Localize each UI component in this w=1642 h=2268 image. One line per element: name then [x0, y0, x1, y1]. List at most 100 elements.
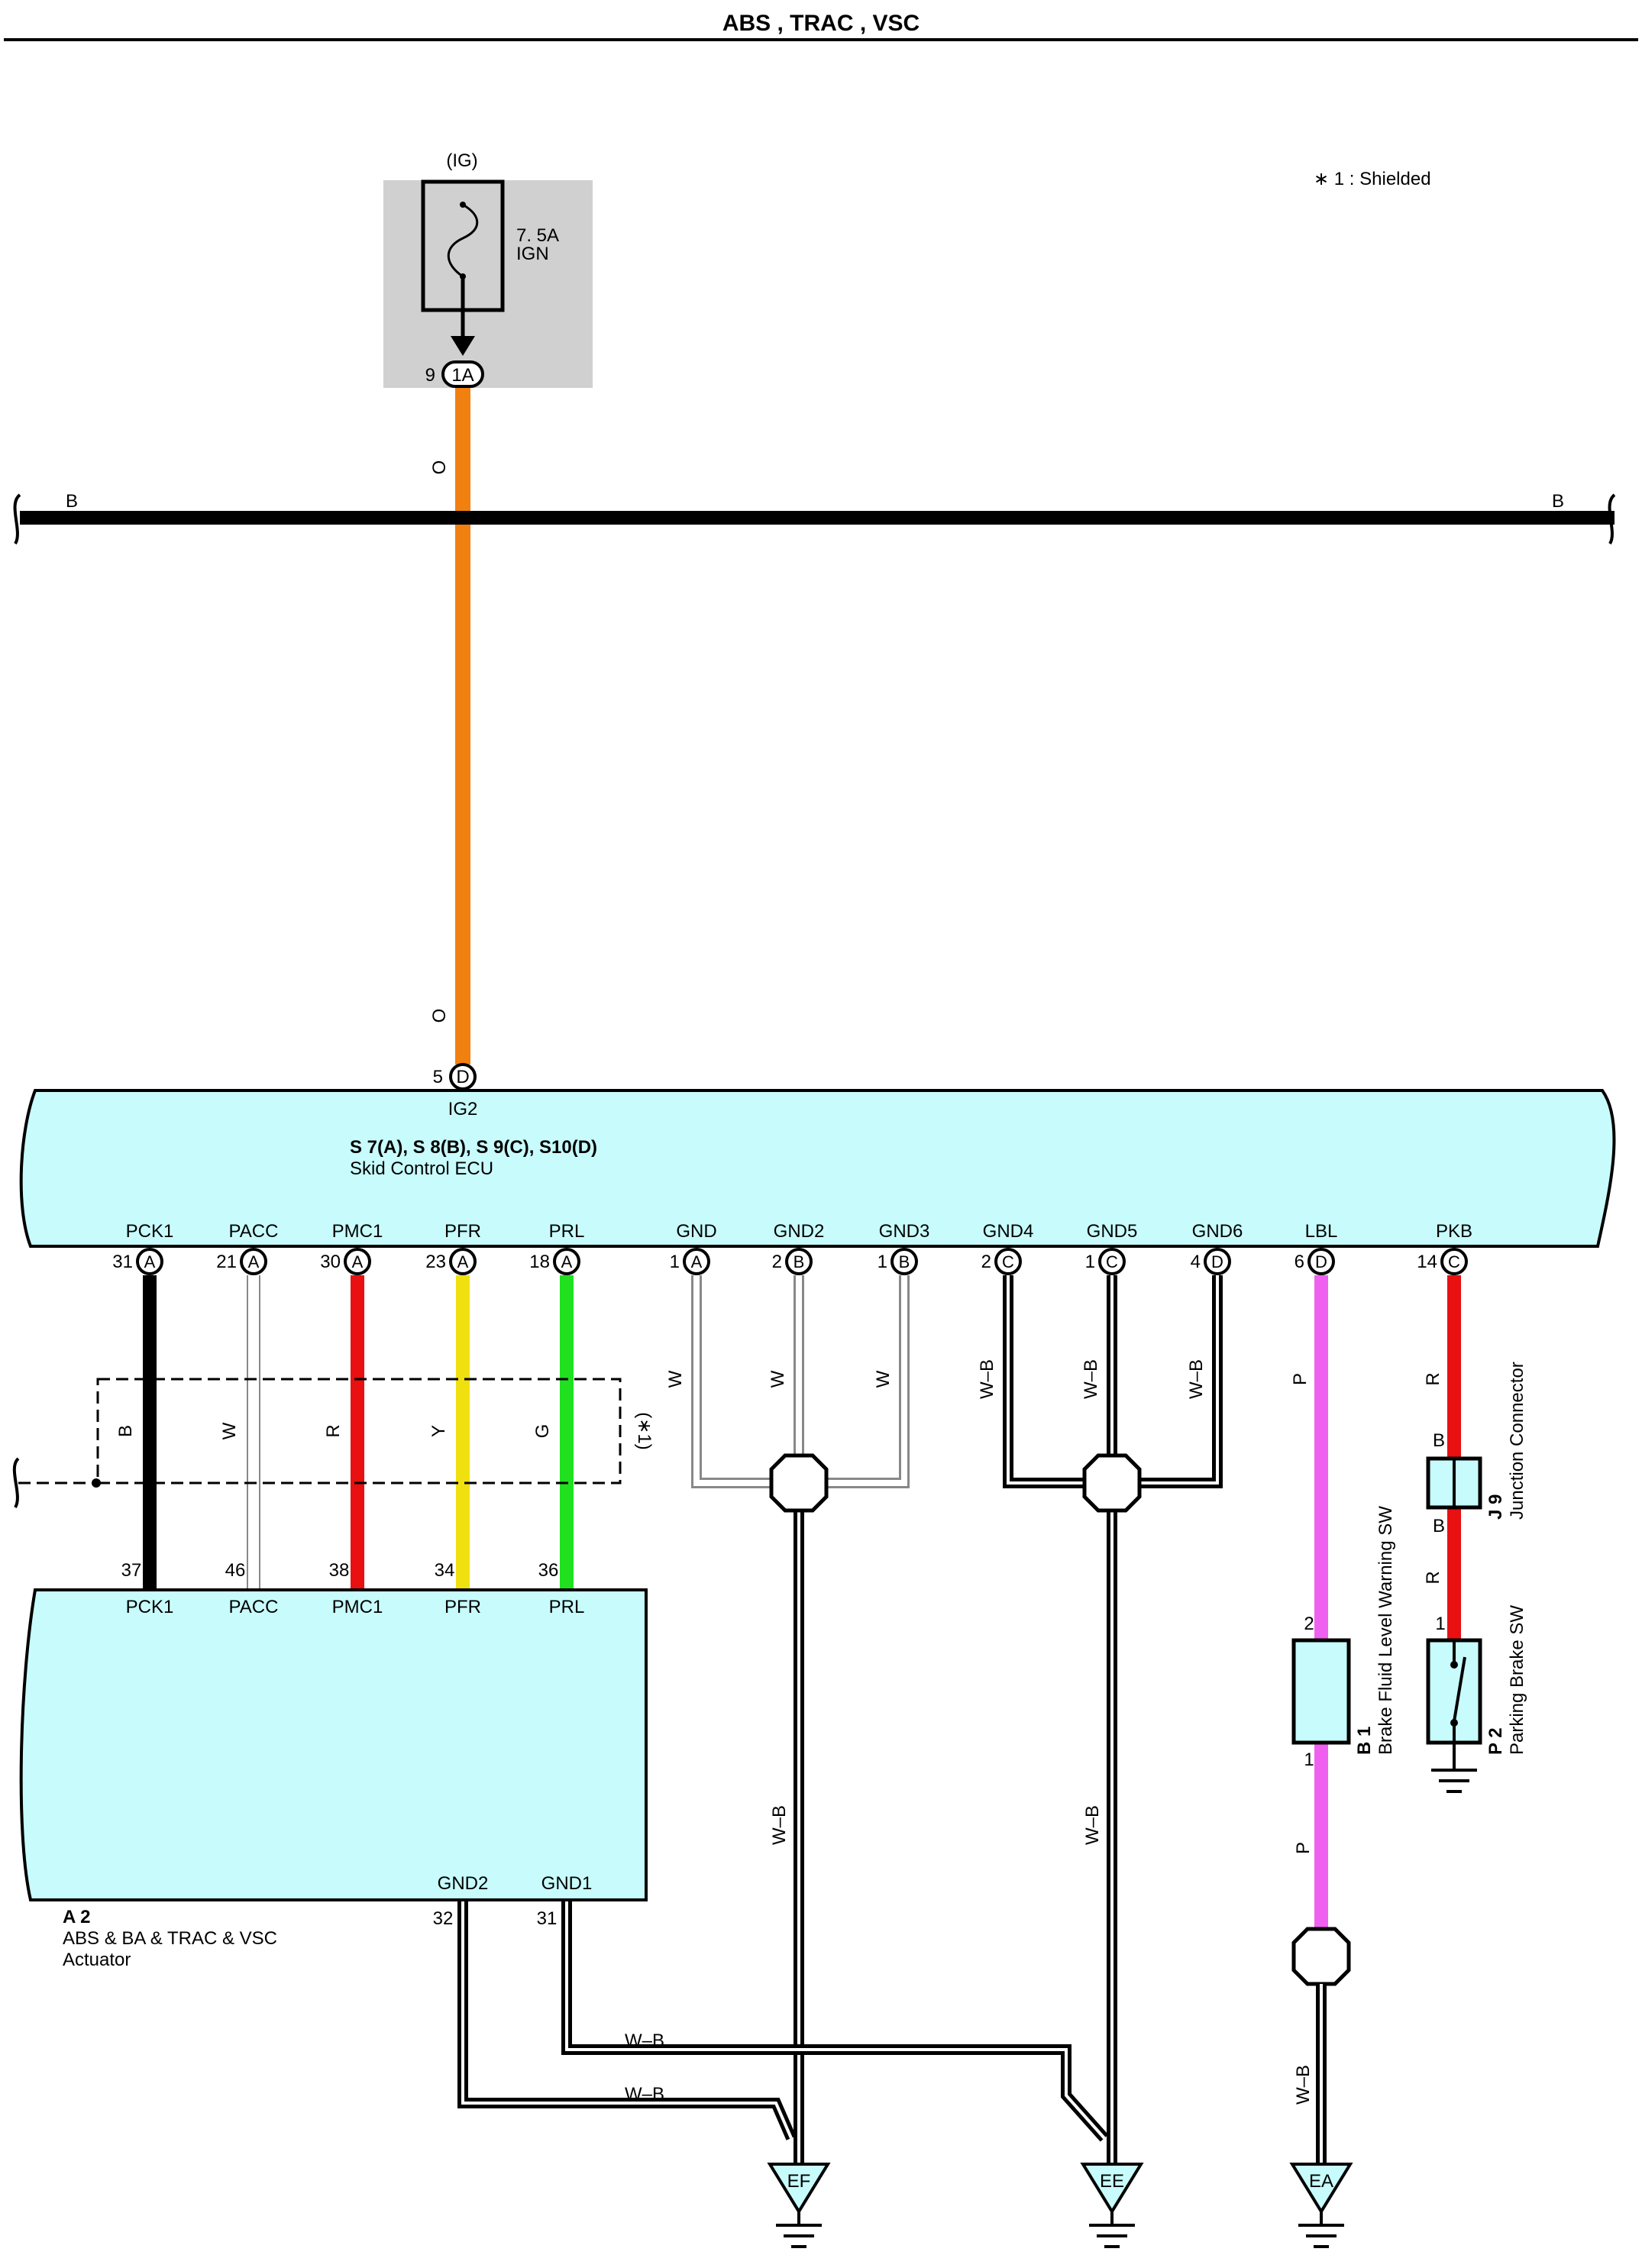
j9-name: Junction Connector	[1507, 1362, 1527, 1520]
ecu-pin-gnd: 1	[670, 1252, 680, 1272]
ecu-connector-gnd6	[1204, 1248, 1231, 1275]
j9-id: J 9	[1485, 1494, 1506, 1520]
ecu-connector-gnd	[683, 1248, 710, 1275]
ground-label-ee: EE	[1100, 2171, 1124, 2192]
p2-contact-top	[1450, 1661, 1458, 1669]
ecu-terminal-label-pmc1: PMC1	[332, 1221, 383, 1242]
act-pin-pmc1: 38	[329, 1560, 350, 1581]
shield-note: ∗ 1 : Shielded	[1314, 169, 1431, 189]
ground-ef: EF	[767, 2163, 831, 2248]
ground-ea: EA	[1289, 2163, 1353, 2248]
ecu-connector-pkb	[1440, 1248, 1468, 1275]
ecu-connector-gnd4	[994, 1248, 1022, 1275]
ecu-pin-gnd6: 4	[1191, 1252, 1201, 1272]
ecu-terminals: PCK1A31PACCA21PMC1A30PFRA23PRLA18GNDA1GN…	[112, 1221, 1472, 1275]
j9-lower-wire-code: R	[1423, 1571, 1443, 1584]
act-terminal-label-prl: PRL	[549, 1597, 585, 1617]
wire-code-gnd6: W–B	[1186, 1359, 1207, 1399]
ground-label-ef: EF	[787, 2171, 811, 2192]
actuator-body	[19, 1588, 648, 1901]
ig2-connector-id: D	[456, 1067, 469, 1087]
wire-code-gnd4: W–B	[977, 1359, 997, 1399]
j9-pin-top: B	[1433, 1430, 1445, 1451]
ecu-pin-pacc: 21	[216, 1252, 237, 1272]
ground-points: EF EE EA	[767, 2163, 1353, 2248]
fuse-arrow-icon	[451, 336, 475, 356]
ecu-connector-pmc1	[344, 1248, 371, 1275]
ecu-connector-id-pkb: C	[1448, 1252, 1460, 1271]
ecu-connector-id-gnd5: C	[1106, 1252, 1118, 1271]
ea-wire-code: W–B	[1293, 2065, 1314, 2105]
ecu-terminal-label-pfr: PFR	[444, 1221, 481, 1242]
b1-pin-bottom: 1	[1304, 1749, 1314, 1770]
actuator-name-line2: Actuator	[63, 1950, 131, 1970]
ecu-connector-id-gnd6: D	[1211, 1252, 1223, 1271]
gnd2-route-code: W–B	[625, 2084, 664, 2105]
act-pin-prl: 36	[538, 1560, 559, 1581]
wire-code-pfr: Y	[428, 1425, 449, 1437]
actuator-id: A 2	[63, 1907, 90, 1927]
wire-code-gnd: W	[665, 1370, 686, 1388]
ecu-connector-gnd5	[1098, 1248, 1126, 1275]
act-pin-pck1: 37	[121, 1560, 142, 1581]
act-terminal-label-pfr: PFR	[444, 1597, 481, 1617]
ecu-terminal-label-gnd: GND	[676, 1221, 716, 1242]
ecu-connector-pacc	[240, 1248, 267, 1275]
ecu-terminal-label-pacc: PACC	[229, 1221, 279, 1242]
shield-box	[96, 1378, 622, 1485]
splice-ee	[1082, 1453, 1142, 1513]
fuse-name: IGN	[516, 244, 549, 264]
fuse-node-top	[460, 202, 466, 208]
wire-code-gnd2: W	[768, 1370, 788, 1388]
p2-switch-blade	[1453, 1656, 1466, 1722]
ee-wire-code: W–B	[1082, 1805, 1103, 1845]
wire-code-gnd3: W	[873, 1370, 894, 1388]
ecu-terminal-label-pck1: PCK1	[126, 1221, 174, 1242]
ecu-connector-id-gnd3: B	[899, 1252, 910, 1271]
wire-code-pmc1: R	[323, 1424, 344, 1437]
ecu-connector-id-prl: A	[561, 1252, 573, 1271]
act-gnd2-label: GND2	[438, 1873, 489, 1894]
act-gnd1-pin: 31	[537, 1908, 558, 1929]
ground-triangle-ef	[767, 2163, 831, 2215]
ecu-connector-gnd3	[890, 1248, 918, 1275]
shield-label: (∗1)	[634, 1412, 655, 1449]
ef-wire-code: W–B	[769, 1805, 790, 1845]
actuator-ground-routing	[457, 1901, 1109, 2142]
fuse-rating: 7. 5A	[516, 225, 559, 246]
act-gnd1-label: GND1	[541, 1873, 593, 1894]
shield-drain-node	[92, 1478, 101, 1488]
wire-code-pacc: W	[219, 1422, 240, 1439]
diagram-title: ABS , TRAC , VSC	[722, 11, 920, 36]
bus-label-left: B	[66, 491, 78, 512]
splice-ef	[769, 1453, 829, 1513]
ground-triangle-ea	[1289, 2163, 1353, 2215]
p2-pin: 1	[1435, 1614, 1445, 1634]
wire-code-lbl: P	[1290, 1373, 1311, 1385]
fuse-pin: 9	[425, 365, 435, 386]
ground-ee: EE	[1080, 2163, 1144, 2248]
ground-label-ea: EA	[1309, 2171, 1333, 2192]
ecu-pin-gnd3: 1	[878, 1252, 887, 1272]
fuse-connector	[441, 360, 484, 388]
bus-break-right	[1608, 493, 1616, 545]
fuse-source: (IG)	[446, 150, 477, 171]
b1-lower-wire-code: P	[1293, 1842, 1314, 1854]
ecu-pin-lbl: 6	[1295, 1252, 1304, 1272]
act-terminal-label-pck1: PCK1	[126, 1597, 174, 1617]
wire-code-prl: G	[532, 1424, 553, 1439]
ecu-pin-prl: 18	[529, 1252, 550, 1272]
act-pin-pacc: 46	[225, 1560, 246, 1581]
act-terminal-label-pacc: PACC	[229, 1597, 279, 1617]
ecu-connector-id-pacc: A	[248, 1252, 260, 1271]
ecu-connector-id-lbl: D	[1315, 1252, 1327, 1271]
p2-ground-icon	[1431, 1769, 1477, 1793]
ecu-terminal-label-prl: PRL	[549, 1221, 585, 1242]
bus-break-left	[13, 493, 21, 545]
ecu-pin-pfr: 23	[425, 1252, 446, 1272]
ecu-connector-id-gnd2: B	[794, 1252, 805, 1271]
ground-triangle-ee	[1080, 2163, 1144, 2215]
act-gnd2-pin: 32	[433, 1908, 454, 1929]
